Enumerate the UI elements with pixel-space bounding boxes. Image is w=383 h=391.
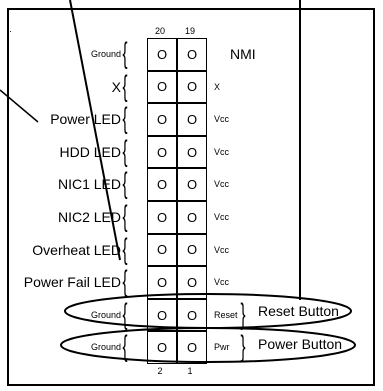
pin-cell: O xyxy=(177,168,207,201)
pin-right-label: Vcc xyxy=(214,146,230,157)
pin-cell: O xyxy=(177,103,207,136)
pin-right-label: Vcc xyxy=(214,277,230,288)
pin-left-label: X xyxy=(111,78,121,95)
pin-left-label: HDD LED xyxy=(59,143,121,160)
pin-cell: O xyxy=(147,135,177,169)
pin-left-label: Power Fail LED xyxy=(23,274,121,291)
left-brace: { xyxy=(122,232,128,266)
pin-cell: O xyxy=(177,135,207,169)
right-brace: } xyxy=(240,330,246,364)
pin-number-1: 1 xyxy=(187,366,193,376)
pin-right-label: Reset xyxy=(214,309,238,320)
right-brace: } xyxy=(240,297,246,331)
pin-left-label: Overheat LED xyxy=(32,241,121,258)
pin-left-label: NIC1 LED xyxy=(57,176,121,193)
pin-left-label: NIC2 LED xyxy=(57,209,121,225)
left-brace: { xyxy=(122,167,128,201)
left-brace: { xyxy=(122,69,128,103)
left-brace: { xyxy=(122,330,128,364)
pin-left-label: Ground xyxy=(90,309,121,320)
pin-left-label: Power LED xyxy=(50,111,121,128)
pin-right-label: Vcc xyxy=(214,114,230,125)
left-brace: { xyxy=(122,265,128,299)
left-brace: { xyxy=(122,134,128,168)
pin-cell: O xyxy=(147,233,177,267)
pin-right-label: Vcc xyxy=(214,244,230,255)
pin-cell: O xyxy=(177,38,207,71)
corner-dot: · xyxy=(9,26,12,36)
pin-cell: O xyxy=(147,38,177,71)
pin-cell: O xyxy=(177,233,207,267)
pin-cell: O xyxy=(147,331,177,364)
left-brace: { xyxy=(122,37,128,70)
pin-cell: O xyxy=(147,168,177,201)
pin-cell: O xyxy=(147,298,177,332)
left-brace: { xyxy=(122,102,128,136)
diagram-frame xyxy=(7,8,375,386)
pin-left-label: Ground xyxy=(90,49,121,59)
pin-cell: O xyxy=(147,103,177,136)
pin-right-label: Pwr xyxy=(214,342,230,353)
pin-left-label: Ground xyxy=(90,342,121,353)
pin-cell: O xyxy=(177,298,207,332)
pin-cell: O xyxy=(147,266,177,299)
pin-right-label: Vcc xyxy=(214,179,230,190)
pin-right-label: NMI xyxy=(230,46,256,62)
pin-cell: O xyxy=(177,266,207,299)
pin-right-label: Vcc xyxy=(214,212,230,222)
pin-number-20: 20 xyxy=(154,26,165,36)
pin-cell: O xyxy=(147,70,177,104)
power-button-label: Power Button xyxy=(258,336,343,352)
pin-right-label: X xyxy=(214,81,221,92)
pin-cell: O xyxy=(147,201,177,234)
pin-number-19: 19 xyxy=(184,26,195,36)
pin-cell: O xyxy=(177,201,207,234)
left-brace: { xyxy=(122,297,128,331)
left-brace: { xyxy=(122,200,128,233)
pin-number-2: 2 xyxy=(157,366,163,376)
pin-cell: O xyxy=(177,70,207,104)
pin-cell: O xyxy=(177,331,207,364)
reset-button-label: Reset Button xyxy=(258,303,339,319)
